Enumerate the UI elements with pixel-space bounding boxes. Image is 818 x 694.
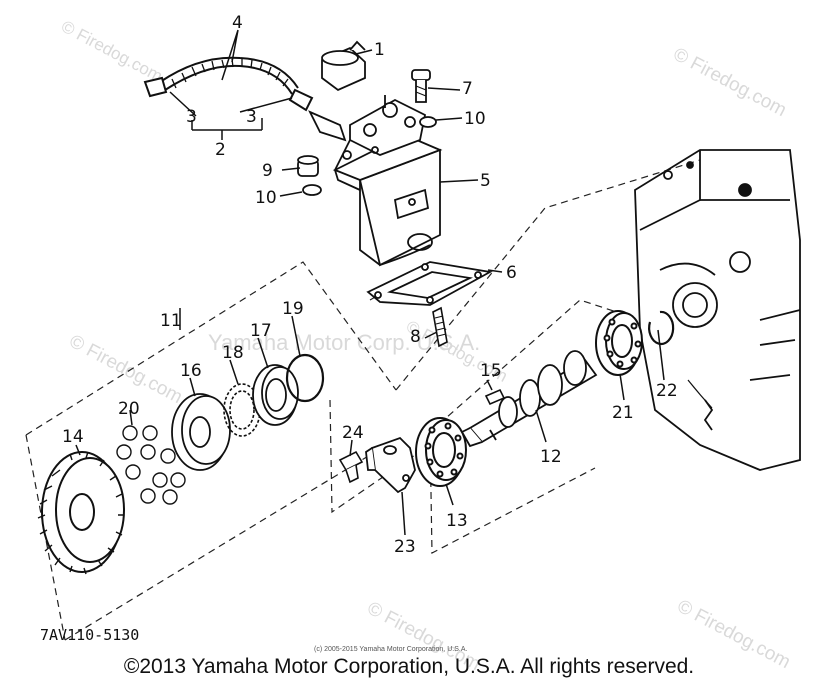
callouts: 1 2 3 3 4 5 6 7 8 9 10 10 11 12 13 14 15… [62, 13, 678, 557]
part-15-key [484, 388, 506, 406]
part-23-plate [365, 436, 416, 494]
diagram-code: 7AV110-5130 [40, 626, 139, 644]
callout-15: 15 [480, 361, 502, 381]
part-9-nipple [297, 155, 319, 177]
injection-pump [308, 95, 443, 267]
callout-22: 22 [656, 381, 678, 401]
part-17-seal [252, 364, 299, 426]
callout-24: 24 [342, 423, 364, 443]
callout-23: 23 [394, 537, 416, 557]
callout-14: 14 [62, 427, 84, 447]
callout-13: 13 [446, 511, 468, 531]
part-1-cap [321, 40, 366, 92]
callout-4: 4 [232, 13, 243, 33]
watermark-firedog: © Firedog.com [58, 17, 166, 86]
callout-3: 3 [186, 107, 197, 127]
callout-5: 5 [480, 171, 491, 191]
part-19-oring [285, 353, 325, 403]
callout-6: 6 [506, 263, 517, 283]
callout-1: 1 [374, 40, 385, 60]
callout-7: 7 [462, 79, 473, 99]
part-16-plate [171, 393, 231, 471]
callout-19: 19 [282, 299, 304, 319]
callout-20: 20 [118, 399, 140, 419]
callout-9: 9 [262, 161, 273, 181]
callout-21: 21 [612, 403, 634, 423]
part-10-washer [302, 116, 437, 196]
watermark-firedog: © Firedog.com [66, 331, 186, 408]
part-24-bolt [338, 450, 364, 484]
callout-12: 12 [540, 447, 562, 467]
copyright-notice: ©2013 Yamaha Motor Corporation, U.S.A. A… [123, 655, 695, 678]
engine-case [634, 149, 801, 471]
small-copyright: (c) 2005-2015 Yamaha Motor Corporation, … [314, 646, 467, 653]
part-22-circlip [648, 310, 675, 345]
part-21-bearing [595, 310, 643, 376]
part-7-bolt [411, 69, 431, 103]
part-12-camshaft [460, 350, 598, 448]
part-13-bearing [415, 417, 467, 487]
callout-11: 11 [160, 311, 182, 331]
callout-2: 2 [215, 140, 226, 160]
callout-3: 3 [246, 107, 257, 127]
part-8-stud [432, 306, 448, 348]
callout-8: 8 [410, 327, 421, 347]
part-20-balls [116, 425, 186, 505]
callout-17: 17 [250, 321, 272, 341]
part-4-hose [143, 56, 314, 112]
callout-16: 16 [180, 361, 202, 381]
part-6-gasket [366, 261, 493, 306]
part-14-gear [37, 451, 125, 575]
leader-lines [75, 29, 665, 536]
watermark-firedog: © Firedog.com [670, 44, 790, 121]
callout-10: 10 [255, 188, 277, 208]
callout-18: 18 [222, 343, 244, 363]
callout-10: 10 [464, 109, 486, 129]
